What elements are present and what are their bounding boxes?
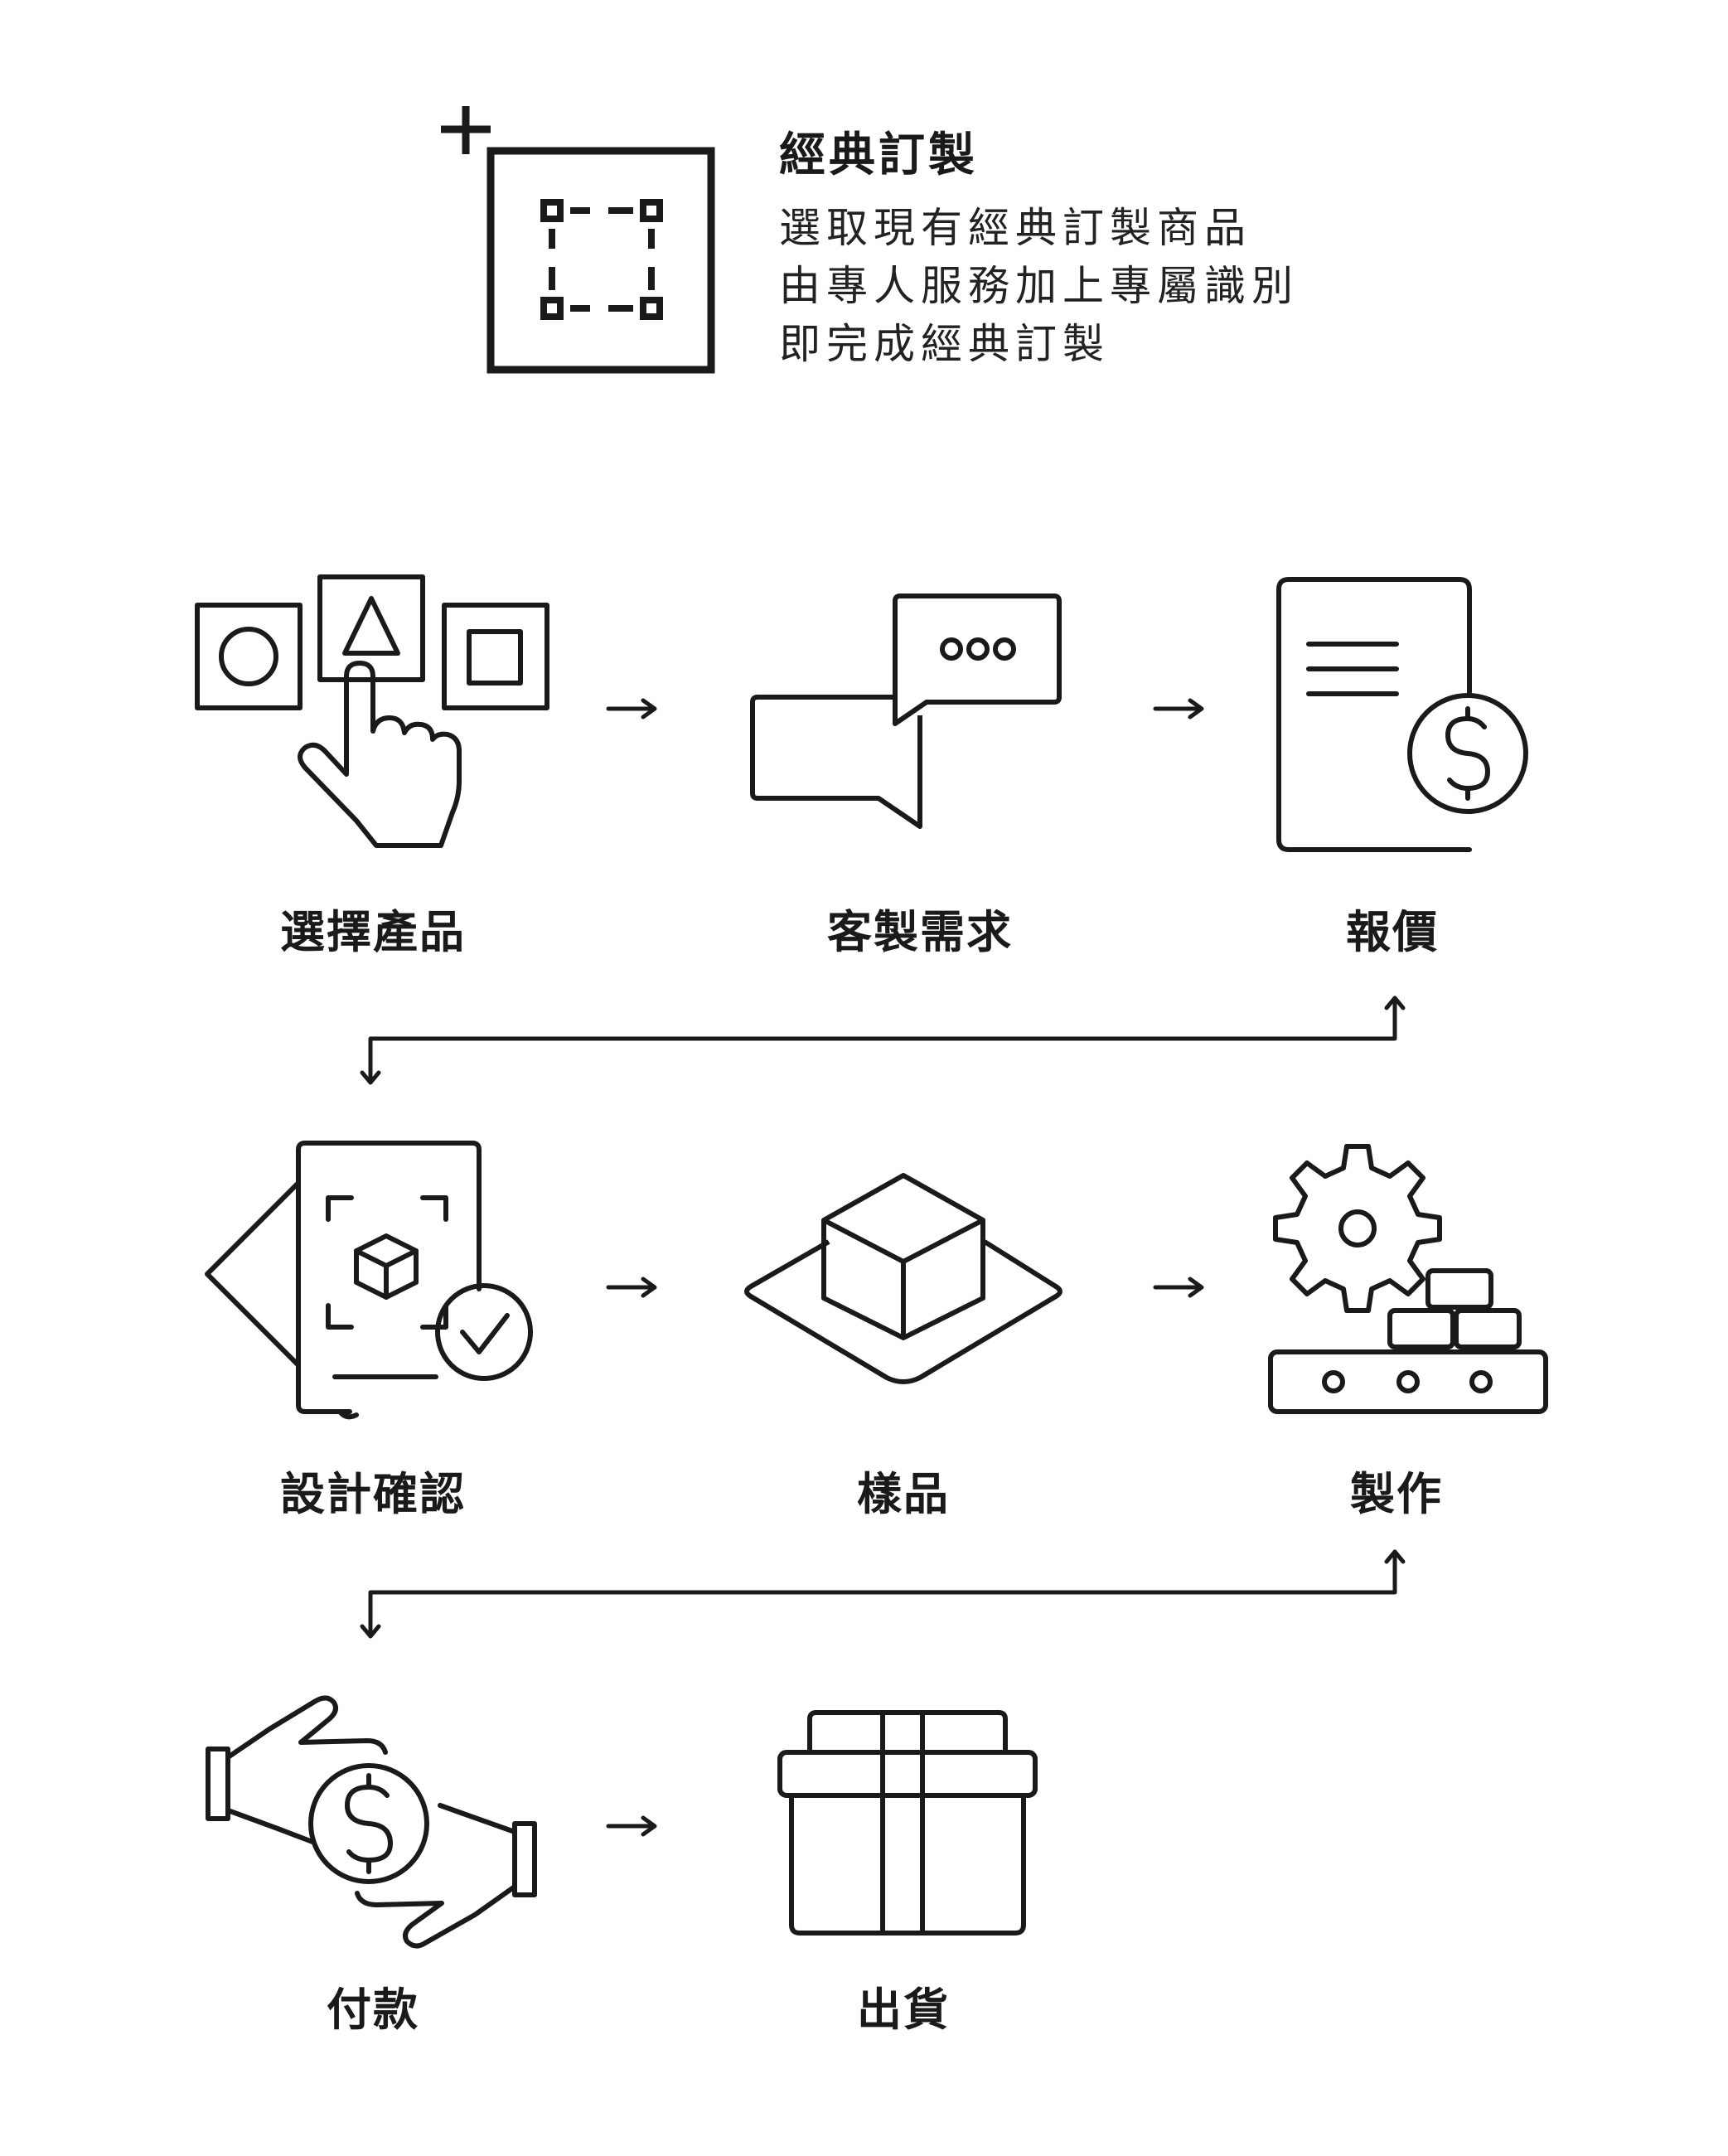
arrow-right-icon xyxy=(605,1814,660,1839)
quote-document-dollar-icon xyxy=(1272,576,1537,850)
description-line-3: 即完成經典訂製 xyxy=(779,320,1110,368)
step-label-production: 製作 xyxy=(1350,1468,1443,1520)
step-label-payment: 付款 xyxy=(327,1984,419,2036)
step-label-shipping: 出貨 xyxy=(857,1984,950,2036)
header-description: 選取現有經典訂製商品 由專人服務加上專屬識別 即完成經典訂製 xyxy=(779,199,1299,373)
step-label-design-confirm: 設計確認 xyxy=(280,1468,466,1520)
hand-pointer-select-icon xyxy=(191,572,555,854)
header-title: 經典訂製 xyxy=(779,128,978,182)
description-line-1: 選取現有經典訂製商品 xyxy=(779,204,1251,252)
step-label-quote: 報價 xyxy=(1346,906,1439,958)
step-label-select-product: 選擇產品 xyxy=(280,906,466,958)
return-arrow-icon xyxy=(348,995,1417,1094)
gear-conveyor-icon xyxy=(1264,1140,1554,1422)
arrow-right-icon xyxy=(1152,1275,1207,1300)
design-confirm-check-icon xyxy=(199,1140,539,1422)
description-line-2: 由專人服務加上專屬識別 xyxy=(779,262,1299,310)
gift-box-icon xyxy=(775,1708,1040,1940)
arrow-right-icon xyxy=(605,696,660,721)
chat-bubbles-icon xyxy=(746,593,1061,833)
arrow-right-icon xyxy=(1152,696,1207,721)
step-label-sample: 樣品 xyxy=(857,1468,950,1520)
arrow-right-icon xyxy=(605,1275,660,1300)
return-arrow-icon xyxy=(348,1548,1417,1648)
selection-frame-plus-icon xyxy=(431,98,729,380)
step-label-customization: 客製需求 xyxy=(827,906,1013,958)
hands-dollar-icon xyxy=(203,1691,543,1956)
sample-cube-icon xyxy=(738,1169,1069,1384)
